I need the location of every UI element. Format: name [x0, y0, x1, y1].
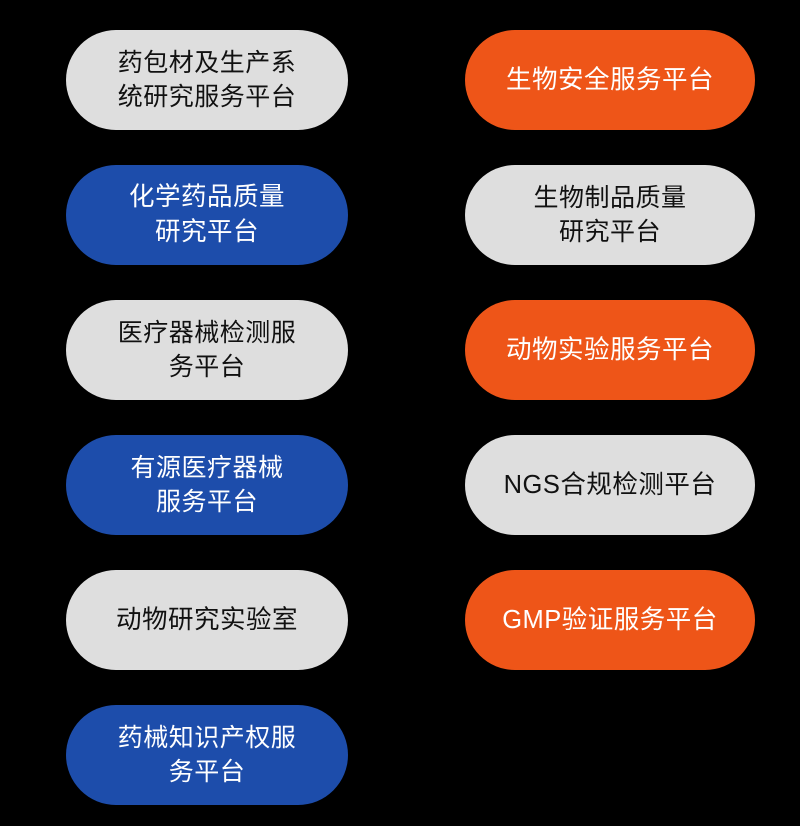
- left-column: 药包材及生产系 统研究服务平台 化学药品质量 研究平台 医疗器械检测服 务平台 …: [66, 0, 348, 805]
- pill-pharma-device-ip-service[interactable]: 药械知识产权服 务平台: [66, 705, 348, 805]
- pill-drug-packaging-production-system[interactable]: 药包材及生产系 统研究服务平台: [66, 30, 348, 130]
- pill-active-medical-device-service[interactable]: 有源医疗器械 服务平台: [66, 435, 348, 535]
- pill-ngs-compliance-testing[interactable]: NGS合规检测平台: [465, 435, 755, 535]
- right-column: 生物安全服务平台 生物制品质量 研究平台 动物实验服务平台 NGS合规检测平台 …: [465, 0, 755, 670]
- pill-chemical-drug-quality-research[interactable]: 化学药品质量 研究平台: [66, 165, 348, 265]
- pill-animal-research-laboratory[interactable]: 动物研究实验室: [66, 570, 348, 670]
- pill-biological-product-quality-research[interactable]: 生物制品质量 研究平台: [465, 165, 755, 265]
- pill-gmp-validation-service[interactable]: GMP验证服务平台: [465, 570, 755, 670]
- pill-medical-device-testing-service[interactable]: 医疗器械检测服 务平台: [66, 300, 348, 400]
- pill-animal-experiment-service[interactable]: 动物实验服务平台: [465, 300, 755, 400]
- pill-biosafety-service[interactable]: 生物安全服务平台: [465, 30, 755, 130]
